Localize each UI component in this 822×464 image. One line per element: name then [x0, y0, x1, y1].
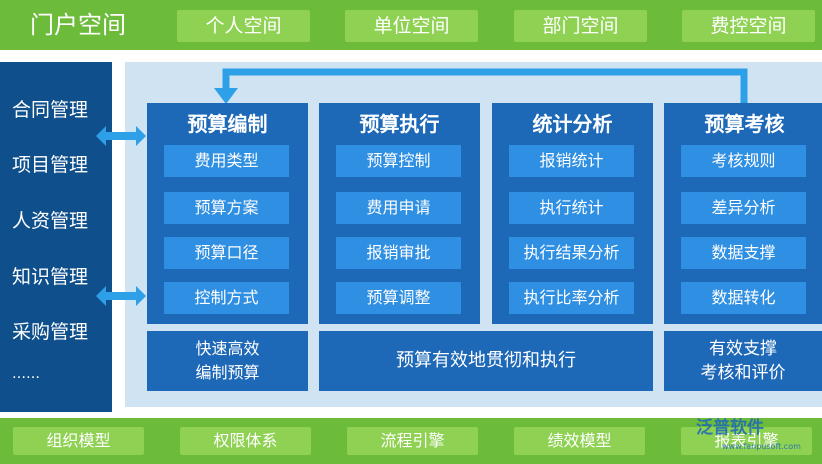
tab-department-space[interactable]: 部门空间 [514, 10, 647, 42]
module-title: 预算考核 [704, 112, 785, 136]
module-item[interactable]: 报销审批 [336, 237, 461, 269]
sidebar-item-knowledge[interactable]: 知识管理 [12, 266, 89, 288]
summary-line: 有效支撑 [709, 339, 777, 359]
module-budget-execution: 预算执行 预算控制 费用申请 报销审批 预算调整 [319, 103, 480, 324]
summary-execution: 预算有效地贯彻和执行 [319, 331, 653, 391]
summary-line: 预算有效地贯彻和执行 [396, 350, 576, 371]
module-item[interactable]: 数据转化 [681, 282, 806, 314]
module-title: 预算执行 [359, 112, 440, 136]
sidebar-item-hr[interactable]: 人资管理 [12, 210, 89, 232]
module-item[interactable]: 预算方案 [164, 192, 289, 224]
module-item[interactable]: 预算口径 [164, 237, 289, 269]
module-item[interactable]: 执行结果分析 [509, 237, 634, 269]
module-title: 预算编制 [187, 112, 268, 136]
module-title: 统计分析 [532, 112, 613, 136]
sidebar-item-more: …… [12, 366, 40, 382]
module-item[interactable]: 控制方式 [164, 282, 289, 314]
module-budget-preparation: 预算编制 费用类型 预算方案 预算口径 控制方式 [147, 103, 308, 324]
summary-assessment: 有效支撑 考核和评价 [664, 331, 822, 391]
module-statistical-analysis: 统计分析 报销统计 执行统计 执行结果分析 执行比率分析 [492, 103, 653, 324]
module-item[interactable]: 差异分析 [681, 192, 806, 224]
summary-line: 考核和评价 [700, 363, 786, 383]
knowledge-link-arrow [96, 286, 146, 306]
brand-logo: 泛普软件 [696, 418, 764, 438]
contract-link-arrow [96, 126, 146, 146]
tab-unit-space[interactable]: 单位空间 [345, 10, 478, 42]
module-item[interactable]: 执行比率分析 [509, 282, 634, 314]
left-sidebar [0, 62, 112, 412]
module-item[interactable]: 费用类型 [164, 145, 289, 177]
module-item[interactable]: 执行统计 [509, 192, 634, 224]
module-item[interactable]: 预算控制 [336, 145, 461, 177]
module-item[interactable]: 费用申请 [336, 192, 461, 224]
footer-item-org-model[interactable]: 组织模型 [13, 427, 144, 455]
sidebar-item-contract[interactable]: 合同管理 [12, 99, 89, 121]
summary-line: 快速高效 [195, 339, 260, 358]
module-item[interactable]: 报销统计 [509, 145, 634, 177]
portal-title: 门户空间 [30, 11, 126, 39]
footer-item-report-engine[interactable]: 报表引擎 [681, 427, 812, 455]
module-item[interactable]: 考核规则 [681, 145, 806, 177]
module-item[interactable]: 预算调整 [336, 282, 461, 314]
module-budget-assessment: 预算考核 考核规则 差异分析 数据支撑 数据转化 [664, 103, 822, 324]
footer-item-permission[interactable]: 权限体系 [180, 427, 311, 455]
summary-preparation: 快速高效 编制预算 [147, 331, 308, 391]
module-item[interactable]: 数据支撑 [681, 237, 806, 269]
footer-item-workflow[interactable]: 流程引擎 [347, 427, 478, 455]
footer-item-performance[interactable]: 绩效模型 [514, 427, 645, 455]
sidebar-item-procurement[interactable]: 采购管理 [12, 321, 89, 343]
brand-url: www.fanpusoft.com [722, 442, 801, 451]
sidebar-item-project[interactable]: 项目管理 [12, 154, 89, 176]
tab-personal-space[interactable]: 个人空间 [177, 10, 310, 42]
tab-expense-space[interactable]: 费控空间 [682, 10, 815, 42]
summary-line: 编制预算 [195, 363, 260, 382]
